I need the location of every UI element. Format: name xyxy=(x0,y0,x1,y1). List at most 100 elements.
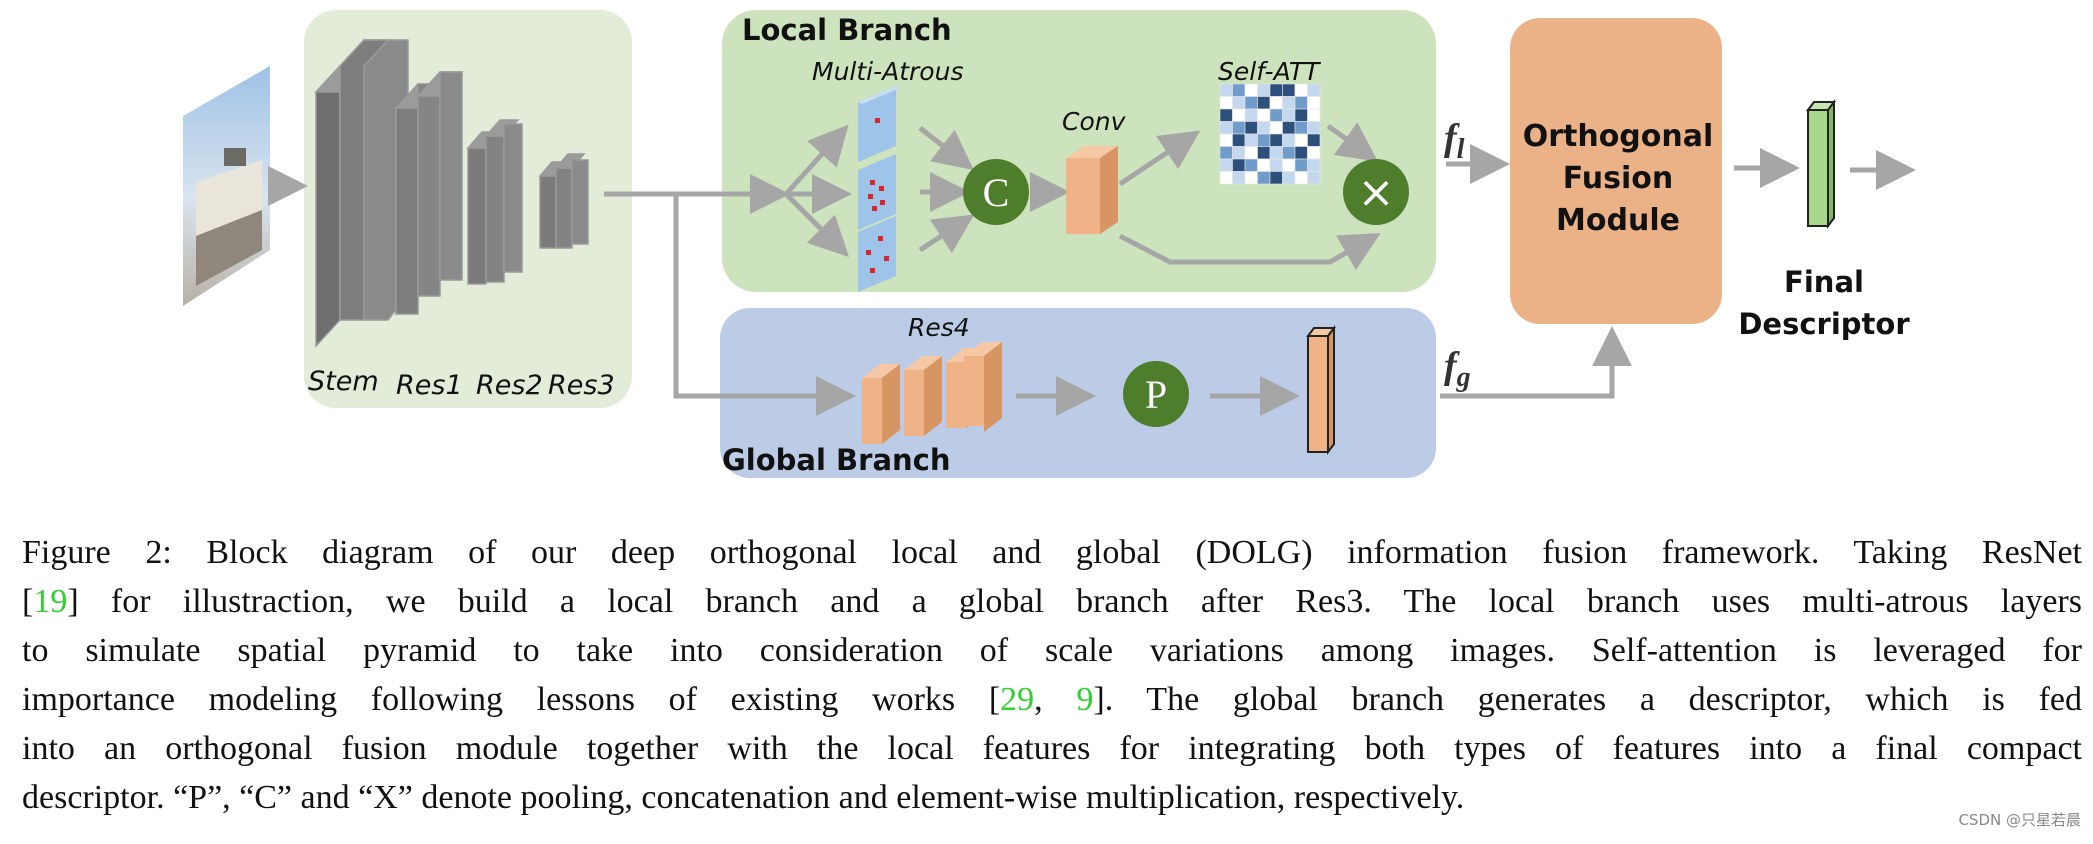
fg-label: fg xyxy=(1444,345,1471,393)
attention-cell xyxy=(1232,96,1246,110)
citation-link[interactable]: 29 xyxy=(1000,681,1035,718)
citation-link[interactable]: 19 xyxy=(33,583,68,620)
res2-label: Res2 xyxy=(476,370,543,401)
attention-cell xyxy=(1282,108,1296,122)
attention-cell xyxy=(1282,121,1296,135)
attention-cell xyxy=(1294,108,1308,122)
caption-line: [19] for illustraction, we build a local… xyxy=(22,583,2082,620)
attention-cell xyxy=(1282,133,1296,147)
attention-cell xyxy=(1232,158,1246,172)
final-descriptor-vector xyxy=(1806,99,1836,229)
attention-cell xyxy=(1244,171,1258,185)
attention-cell xyxy=(1244,121,1258,135)
concat-symbol: C xyxy=(983,170,1010,215)
caption-line: importance modeling following lessons of… xyxy=(22,681,2083,718)
stem-label: Stem xyxy=(308,366,379,397)
res3-block xyxy=(538,153,589,249)
attention-cell xyxy=(1269,121,1283,135)
attention-cell xyxy=(1282,146,1296,160)
attention-cell xyxy=(1257,171,1271,185)
fg-connector xyxy=(1440,326,1632,399)
conv-outputs xyxy=(1118,130,1381,271)
pool-symbol: P xyxy=(1145,372,1167,417)
res1-block xyxy=(394,71,464,316)
caption-line: descriptor. “P”, “C” and “X” denote pool… xyxy=(22,779,1465,816)
attention-cell xyxy=(1257,108,1271,122)
dolg-block-diagram: Stem Res1 Res2 Res3 Local Branch Multi-A… xyxy=(183,10,1916,478)
attention-cell xyxy=(1244,158,1258,172)
attention-cell xyxy=(1269,83,1283,97)
attention-cell xyxy=(1232,146,1246,160)
attention-cell xyxy=(1244,108,1258,122)
final-label-line1: Final xyxy=(1784,265,1864,299)
multiply-node xyxy=(1343,159,1409,225)
attention-cell xyxy=(1257,121,1271,135)
attention-cell xyxy=(1219,121,1233,135)
attention-cell xyxy=(1307,108,1321,122)
atrous-map-2 xyxy=(858,154,896,230)
attention-cell xyxy=(1219,108,1233,122)
local-branch-title: Local Branch xyxy=(742,13,952,47)
attention-cell xyxy=(1257,158,1271,172)
attention-cell xyxy=(1269,158,1283,172)
fusion-label-line2: Fusion xyxy=(1563,161,1673,196)
attention-cell xyxy=(1282,158,1296,172)
concat-inputs xyxy=(918,126,975,254)
attention-cell xyxy=(1257,146,1271,160)
caption-line: to simulate spatial pyramid to take into… xyxy=(22,632,2082,669)
citation-link[interactable]: 9 xyxy=(1076,681,1094,718)
conv-label: Conv xyxy=(1062,107,1127,136)
pool-node xyxy=(1123,361,1189,427)
caption-line: Figure 2: Block diagram of our deep orth… xyxy=(22,534,2082,571)
multi-atrous-fanout xyxy=(784,124,852,258)
attention-cell xyxy=(1219,96,1233,110)
attention-cell xyxy=(1232,133,1246,147)
attention-cell xyxy=(1219,133,1233,147)
attention-cell xyxy=(1294,146,1308,160)
attention-cell xyxy=(1307,121,1321,135)
attention-cell xyxy=(1219,146,1233,160)
attention-cell xyxy=(1269,96,1283,110)
attention-cell xyxy=(1232,121,1246,135)
attention-cell xyxy=(1307,96,1321,110)
attention-cell xyxy=(1307,171,1321,185)
attention-cell xyxy=(1282,171,1296,185)
attention-cell xyxy=(1294,121,1308,135)
res4-block xyxy=(862,342,1002,444)
attention-cell xyxy=(1282,83,1296,97)
attention-cell xyxy=(1219,83,1233,97)
caption-line: into an orthogonal fusion module togethe… xyxy=(22,730,2082,767)
attention-cell xyxy=(1269,171,1283,185)
attention-cell xyxy=(1232,108,1246,122)
fusion-label-line3: Module xyxy=(1556,203,1680,238)
res3-label: Res3 xyxy=(548,370,615,401)
self-att-label: Self-ATT xyxy=(1218,57,1321,86)
attention-cell xyxy=(1307,133,1321,147)
global-branch-title: Global Branch xyxy=(722,443,951,477)
attention-cell xyxy=(1257,133,1271,147)
attention-cell xyxy=(1294,83,1308,97)
attention-cell xyxy=(1307,158,1321,172)
multi-atrous-label: Multi-Atrous xyxy=(812,57,963,86)
watermark: CSDN @只星若晨 xyxy=(1958,811,2081,829)
res4-label: Res4 xyxy=(908,313,970,342)
fusion-label-line1: Orthogonal xyxy=(1523,119,1714,154)
attention-cell xyxy=(1232,83,1246,97)
attention-cell xyxy=(1269,146,1283,160)
final-label-line2: Descriptor xyxy=(1738,307,1910,341)
conv-block xyxy=(1066,146,1118,234)
attention-cell xyxy=(1257,83,1271,97)
input-image xyxy=(183,66,270,306)
attention-cell xyxy=(1244,146,1258,160)
self-attention-map xyxy=(1219,83,1321,185)
attention-cell xyxy=(1232,171,1246,185)
attention-cell xyxy=(1294,133,1308,147)
orthogonal-fusion-module xyxy=(1510,18,1722,324)
attention-cell xyxy=(1294,96,1308,110)
attention-cell xyxy=(1257,96,1271,110)
attention-cell xyxy=(1282,96,1296,110)
fl-label: fl xyxy=(1444,117,1465,165)
atrous-map-3 xyxy=(858,216,896,292)
global-descriptor-vector xyxy=(1306,325,1336,455)
attention-cell xyxy=(1219,158,1233,172)
